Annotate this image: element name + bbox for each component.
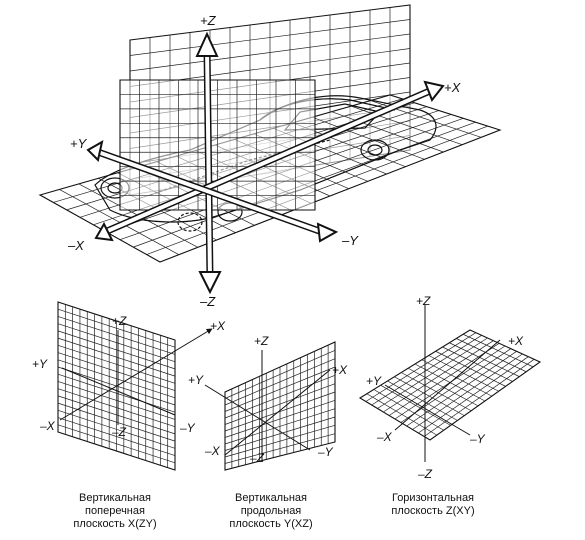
grid-line (224, 433, 336, 464)
main-minus-y-label: –Y (341, 233, 359, 248)
grid-line (224, 424, 336, 458)
p2-plus-y-label: +Y (188, 373, 204, 387)
panel1-axes (59, 328, 213, 425)
panel-horizontal-plane: +Z –Z +X –X +Y –Y (358, 294, 542, 481)
p3-plus-x-label: +X (508, 334, 524, 348)
grid-line (224, 408, 336, 445)
p3-minus-y-label: –Y (469, 432, 486, 446)
grid-line (57, 316, 176, 355)
grid-line (388, 343, 500, 416)
grid-line (371, 335, 482, 406)
p3-minus-x-label: –X (376, 430, 393, 444)
grid-line (57, 395, 176, 435)
grid-line (412, 353, 523, 430)
grid-line (423, 359, 535, 437)
main-plus-z-label: +Z (200, 13, 217, 28)
grid-line (400, 348, 512, 423)
grid-line (365, 332, 477, 402)
grid-line (224, 358, 336, 406)
grid-line (57, 417, 176, 456)
grid-line (57, 323, 176, 362)
grid-line (129, 19, 411, 56)
caption-longitudinal-plane: Вертикальная продольная плоскость Y(XZ) (196, 492, 346, 531)
caption-line: плоскость Z(XY) (391, 505, 475, 517)
main-minus-z-label: –Z (199, 294, 216, 309)
p2-minus-z-label: –Z (249, 451, 265, 465)
grid-line (57, 373, 176, 413)
minus-x-arrow-icon (94, 221, 114, 242)
horizontal-plane-grid (358, 329, 542, 441)
panel-longitudinal-plane: +Z –Z +X –X +Y –Y (188, 334, 348, 471)
grid-line (383, 340, 494, 413)
plus-z-arrow-icon (195, 31, 219, 57)
grid-line (146, 125, 488, 255)
grid-line (377, 337, 488, 409)
grid-line (312, 116, 425, 160)
caption-line: Вертикальная (235, 492, 307, 504)
grid-line (57, 359, 176, 399)
p2-plus-z-label: +Z (254, 334, 269, 348)
p1-minus-x-label: –X (39, 419, 56, 433)
grid-line (57, 352, 176, 391)
grid-line (350, 105, 463, 145)
p3-plus-z-label: +Z (416, 294, 431, 308)
grid-line (331, 111, 444, 153)
main-plus-x-label: +X (444, 80, 462, 95)
grid-line (224, 383, 336, 425)
panel-transverse-plane: +Z –Z +X –X +Y –Y (32, 301, 226, 471)
grid-line (224, 391, 336, 432)
grid-line (224, 400, 336, 438)
grid-line (224, 366, 336, 412)
caption-line: Вертикальная (79, 492, 151, 504)
grid-line (129, 33, 411, 72)
main-figure: +Z –Z +X –X +Y –Y (38, 4, 502, 309)
p1-minus-y-label: –Y (179, 421, 196, 435)
grid-line (57, 345, 176, 384)
caption-horizontal-plane: Горизонтальная плоскость Z(XY) (358, 492, 508, 518)
p2-plus-x-label: +X (332, 363, 348, 377)
main-plus-y-label: +Y (70, 136, 88, 151)
caption-line: продольная (240, 505, 302, 517)
grid-line (57, 424, 176, 464)
plus-x-arrow-icon (423, 80, 445, 102)
longitudinal-plane-grid (224, 341, 336, 471)
caption-line: поперечная (85, 505, 145, 517)
transverse-vertical-plane (119, 79, 316, 211)
minus-y-arrow-icon (316, 222, 339, 243)
panel3-axes (384, 305, 501, 462)
minus-z-arrow-icon (198, 271, 222, 295)
p2-minus-x-label: –X (204, 444, 221, 458)
p1-minus-z-label: –Z (111, 425, 127, 439)
p1-plus-y-label: +Y (32, 357, 48, 371)
plus-y-arrow-icon (86, 140, 104, 162)
caption-transverse-plane: Вертикальная поперечная плоскость X(ZY) (40, 492, 190, 531)
grid-line (57, 388, 176, 427)
p3-plus-y-label: +Y (366, 374, 382, 388)
p1-plus-x-label: +X (210, 319, 226, 333)
p2-minus-y-label: –Y (317, 445, 334, 459)
grid-line (224, 375, 336, 419)
p3-minus-z-label: –Z (417, 467, 433, 481)
caption-line: Горизонтальная (391, 492, 475, 504)
caption-line: плоскость X(ZY) (73, 518, 157, 530)
p1-plus-z-label: +Z (112, 314, 127, 328)
main-axes (86, 31, 445, 295)
grid-line (57, 381, 176, 420)
grid-line (418, 356, 529, 434)
grid-line (57, 410, 176, 449)
main-minus-x-label: –X (67, 238, 85, 253)
caption-line: плоскость Y(XZ) (229, 518, 313, 530)
grid-line (57, 337, 176, 377)
grid-line (224, 350, 336, 399)
grid-line (57, 308, 176, 348)
grid-line (224, 416, 336, 451)
panel2-axes (204, 350, 331, 460)
